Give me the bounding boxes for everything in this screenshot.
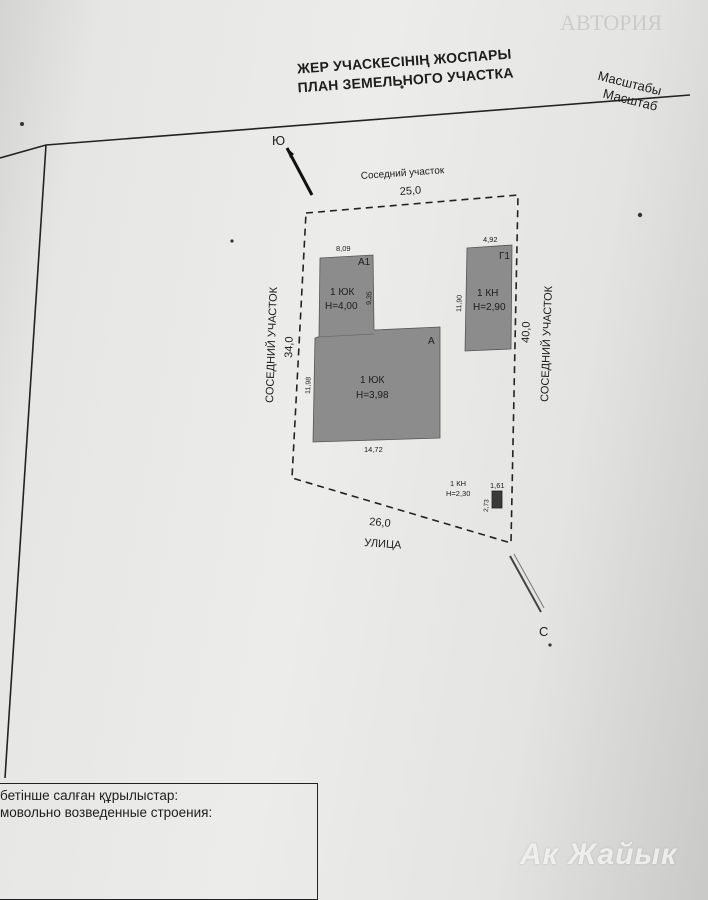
plot-dim-left: 34,0 [283, 336, 296, 358]
neighbor-right-label: СОСЕДНИЙ УЧАСТОК [538, 285, 555, 402]
building-small-height: H=2,30 [446, 489, 470, 498]
building-a1-label: А1 [358, 257, 371, 268]
building-small-width: 1,61 [490, 481, 505, 490]
building-a1-floors: 1 ЮК [330, 287, 354, 298]
building-small [491, 490, 503, 509]
building-a-depth: 11,98 [305, 377, 313, 394]
watermark-logo: Ак Жайык [520, 838, 678, 871]
building-a-height: H=3,98 [356, 390, 389, 401]
legend-russian: мовольно возведенные строения: [0, 805, 213, 820]
neighbor-left-label: СОСЕДНИЙ УЧАСТОК [263, 286, 280, 403]
legend-kazakh: бетінше салған құрылыстар: [0, 788, 179, 803]
building-small-floors: 1 КН [450, 479, 466, 488]
street-label: УЛИЦА [364, 537, 403, 552]
building-main [312, 254, 441, 443]
neighbor-top-label: Соседний участок [360, 165, 445, 182]
speck [637, 212, 643, 218]
building-a1-height: H=4,00 [325, 301, 358, 312]
plot-dim-top: 25,0 [399, 185, 421, 198]
building-a-width: 14,72 [364, 445, 383, 454]
plot-dim-right: 40,0 [520, 321, 533, 343]
building-g1-depth: 11,90 [456, 295, 464, 312]
plan-frame-left [4, 144, 47, 779]
building-g1-label: Г1 [499, 251, 510, 262]
building-g1-width: 4,92 [483, 235, 498, 244]
building-g1 [464, 244, 513, 352]
building-a1-depth: 9,35 [366, 291, 373, 305]
building-a-label: А [428, 336, 435, 347]
building-divider [316, 333, 375, 338]
speck [548, 643, 552, 647]
north-label: С [539, 624, 548, 639]
plot-dim-bottom: 26,0 [369, 516, 391, 530]
north-arrow [509, 555, 542, 613]
speck [230, 239, 234, 243]
south-label: Ю [272, 133, 285, 148]
building-a-floors: 1 ЮК [360, 375, 384, 386]
north-arrow-edge [513, 553, 545, 609]
plot-boundary [291, 194, 519, 545]
building-small-depth: 2,73 [483, 499, 490, 512]
building-g1-floors: 1 КН [477, 288, 498, 299]
building-a1-width: 8,09 [336, 244, 351, 253]
speck [400, 85, 404, 89]
speck [20, 122, 24, 126]
south-arrow-head [287, 148, 294, 158]
background-faded-text: АВТОРИЯ [560, 10, 663, 35]
plan-frame [0, 94, 691, 159]
building-g1-height: H=2,90 [473, 302, 506, 313]
